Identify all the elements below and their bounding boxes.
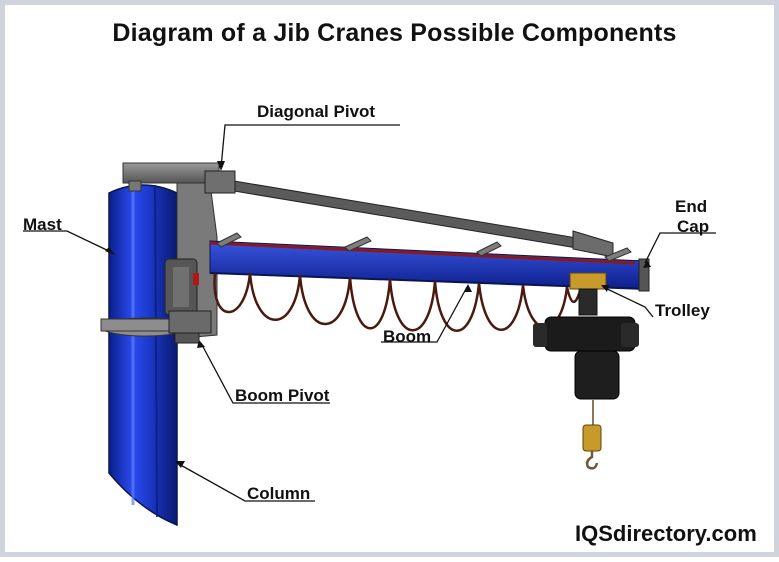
cable-clips xyxy=(216,232,632,262)
label-boom-pivot: Boom Pivot xyxy=(235,386,330,405)
festoon-cable xyxy=(213,272,582,332)
label-end-cap-line1: End xyxy=(675,197,708,216)
end-cap xyxy=(638,258,650,292)
label-trolley: Trolley xyxy=(655,301,710,320)
diagonal-support-bar xyxy=(209,176,596,252)
jib-crane-illustration xyxy=(23,124,716,527)
label-mast: Mast xyxy=(23,215,62,234)
leader-lines xyxy=(23,124,716,502)
label-boom: Boom xyxy=(383,327,432,346)
hoist xyxy=(533,316,639,400)
trolley xyxy=(569,272,607,290)
diagram-title: Diagram of a Jib Cranes Possible Compone… xyxy=(112,19,677,47)
label-end-cap-line2: Cap xyxy=(677,217,710,236)
label-diagonal-pivot: Diagonal Pivot xyxy=(257,102,376,121)
label-column: Column xyxy=(247,484,311,503)
watermark-logo: IQSdirectory.com xyxy=(575,521,757,546)
hook xyxy=(585,451,599,470)
hook-block xyxy=(582,424,602,452)
column-shape xyxy=(108,184,178,527)
